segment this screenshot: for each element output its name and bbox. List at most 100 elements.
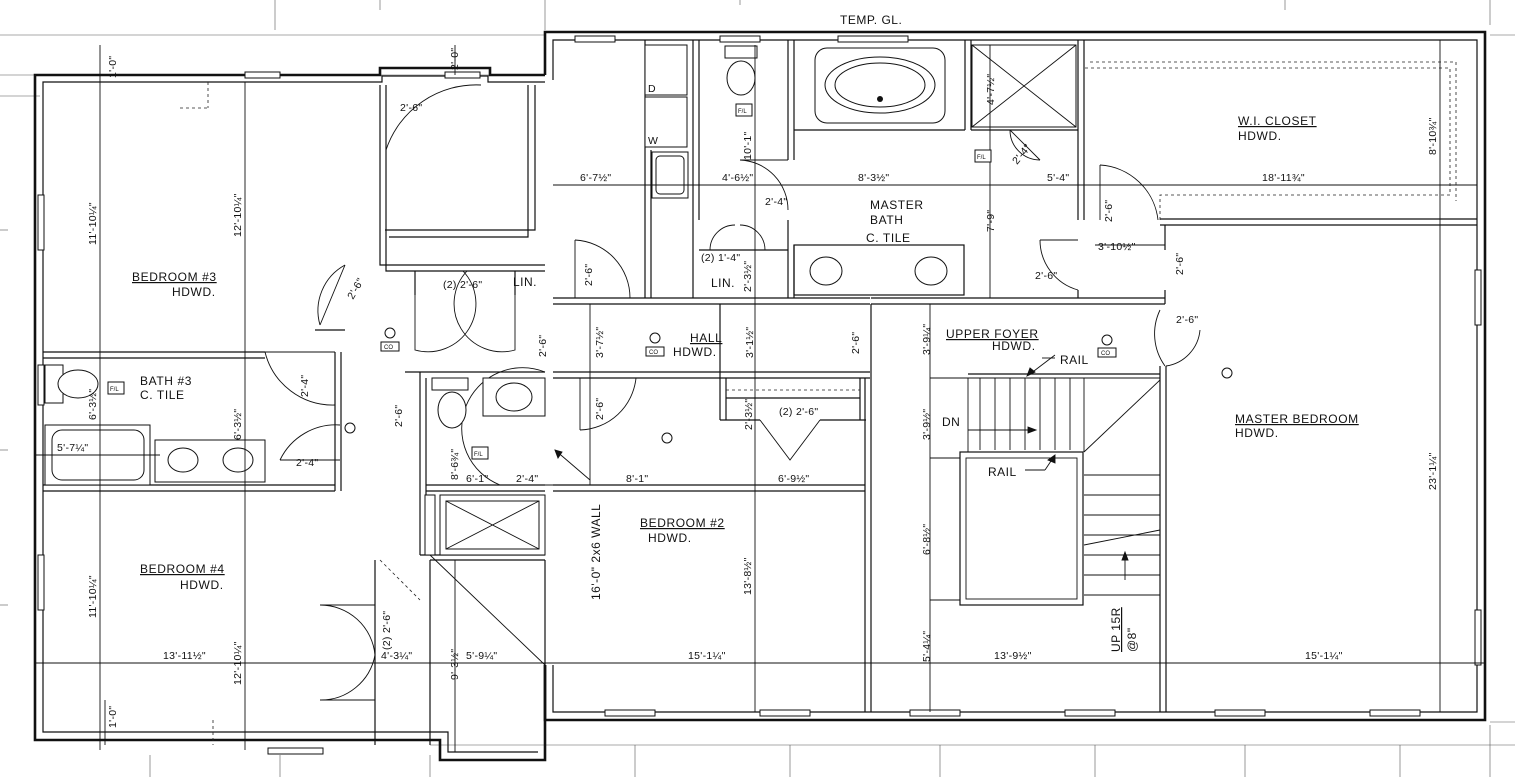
temp-gl-note: TEMP. GL.	[840, 13, 902, 27]
dim-text: 2'-6"	[537, 335, 549, 357]
dim-text: 13'-8½"	[742, 557, 754, 595]
dim-text: 5'-7¼"	[57, 442, 88, 454]
dimension-lines	[35, 40, 1485, 752]
room-name-bedroom4: BEDROOM #4	[140, 562, 225, 576]
room-name-bedroom2: BEDROOM #2	[640, 516, 725, 530]
room-name-bedroom3: BEDROOM #3	[132, 270, 217, 284]
dim-text: 2'-4"	[1010, 142, 1034, 167]
dim-text: (2) 2'-6"	[443, 279, 482, 291]
dim-text: 2'-6"	[1035, 270, 1057, 282]
room-name-master-bath-1: MASTER	[870, 198, 924, 212]
room-floor-bedroom2: HDWD.	[648, 531, 692, 545]
dim-text: 2'-6"	[1174, 253, 1186, 275]
dim-text: 2'-6"	[1176, 314, 1198, 326]
dim-text: 2'-4"	[296, 457, 318, 469]
room-labels: TEMP. GL. BEDROOM #3 HDWD. BATH #3 C. TI…	[132, 13, 1359, 652]
room-floor-hall: HDWD.	[673, 345, 717, 359]
dim-text: 2'-4"	[516, 473, 538, 485]
fl-label: F/L	[738, 109, 747, 115]
dim-text: 2'-6"	[400, 102, 422, 114]
dim-text: 6'-3½"	[232, 409, 244, 440]
dim-text: 15'-1¼"	[688, 650, 726, 662]
dim-text: 2'-0"	[449, 48, 461, 70]
dim-text: 6'-8½"	[921, 524, 933, 555]
staircase	[967, 354, 1161, 596]
dim-text: 2'-6"	[1103, 200, 1115, 222]
fl-label: F/L	[110, 387, 119, 393]
room-name-hall: HALL	[690, 331, 722, 345]
dim-text: 1'-0"	[107, 56, 119, 78]
stair-up-riser-label: @8"	[1125, 627, 1139, 652]
stair-up-label: UP 15R	[1109, 607, 1123, 652]
exterior-walls	[33, 30, 1487, 762]
dim-text: 3'-10½"	[1098, 241, 1136, 253]
dim-text: 2'-6"	[345, 276, 367, 301]
bath-2-fixtures	[424, 377, 546, 556]
rail-label: RAIL	[1060, 353, 1089, 367]
co-label: CO	[1101, 351, 1110, 357]
dim-text: 8'-1"	[626, 473, 648, 485]
dim-text: 2'-4"	[765, 196, 787, 208]
dim-text: (2) 1'-4"	[701, 252, 740, 264]
dim-text: 2'-4"	[299, 375, 311, 397]
dim-text: 10'-1"	[742, 131, 754, 160]
dim-text: 9'-3½"	[449, 649, 461, 680]
dim-text: 12'-10¼"	[232, 193, 244, 237]
svg-text:W: W	[648, 135, 658, 147]
fan-light-icon: F/L	[471, 446, 489, 460]
dim-text: 6'-9½"	[778, 473, 809, 485]
room-name-master-bedroom: MASTER BEDROOM	[1235, 412, 1359, 426]
room-floor-master-bath: C. TILE	[866, 231, 911, 245]
dim-text: 5'-4¼"	[921, 631, 933, 662]
toilet-master	[724, 45, 758, 96]
smoke-detector-icon: CO	[645, 332, 665, 357]
room-floor-bedroom4: HDWD.	[180, 578, 224, 592]
dim-text: (2) 2'-6"	[381, 611, 393, 650]
dim-text: 8'-6¾"	[449, 449, 461, 480]
dim-text: 23'-1¼"	[1427, 452, 1439, 490]
room-name-master-bath-2: BATH	[870, 213, 904, 227]
dim-text: 2'-3½"	[743, 399, 755, 430]
fan-light-icon: F/L	[107, 381, 125, 395]
dim-text: 5'-4"	[1047, 172, 1069, 184]
dim-text: 11'-10¼"	[87, 575, 99, 618]
dim-text: 2'-3½"	[742, 261, 754, 292]
dim-text: 3'-1½"	[744, 327, 756, 358]
dimension-labels: 1'-0" 2'-0" 1'-0" 2'-6" 11'-10¼" 12'-10¼…	[57, 48, 1439, 728]
room-floor-upper-foyer: HDWD.	[992, 339, 1036, 353]
room-name-bath3: BATH #3	[140, 374, 192, 388]
dim-text: 7'-9"	[985, 210, 997, 232]
fixtures: D W	[44, 44, 1077, 556]
dim-text: 5'-9¼"	[466, 650, 497, 662]
dim-text: 15'-1¼"	[1305, 650, 1343, 662]
co-label: CO	[384, 345, 393, 351]
smoke-detector-icon: CO	[1097, 334, 1117, 358]
dim-text: 18'-11¾"	[1262, 172, 1305, 184]
room-name-upper-foyer: UPPER FOYER	[946, 327, 1039, 341]
dim-text: 13'-11½"	[163, 650, 206, 662]
dim-text: 12'-10¼"	[232, 641, 244, 685]
dim-text: 3'-9½"	[921, 409, 933, 440]
dim-text: 8'-10¾"	[1427, 117, 1439, 155]
dim-text: 1'-0"	[107, 706, 119, 728]
fan-light-icon: F/L	[735, 103, 753, 117]
room-floor-bedroom3: HDWD.	[172, 285, 216, 299]
wall-note: 16'-0" 2x6 WALL	[589, 504, 603, 600]
dim-text: 6'-7½"	[580, 172, 611, 184]
dim-text: 4'-7½"	[985, 74, 997, 105]
dim-text: (2) 2'-6"	[779, 406, 818, 418]
fan-light-icon: F/L	[974, 149, 992, 163]
dim-text: 3'-7½"	[594, 327, 606, 358]
dim-text: 4'-3¼"	[381, 650, 412, 662]
laundry-sink	[651, 151, 689, 199]
shower	[971, 44, 1077, 128]
dim-text: 2'-6"	[594, 398, 606, 420]
dim-text: 6'-1"	[466, 473, 488, 485]
dim-text: 2'-6"	[583, 264, 595, 286]
door-swings	[264, 84, 1201, 701]
rail-label: RAIL	[988, 465, 1017, 479]
linen-label: LIN.	[711, 276, 735, 290]
stair-down-label: DN	[942, 415, 960, 429]
vanity-master	[809, 256, 948, 286]
